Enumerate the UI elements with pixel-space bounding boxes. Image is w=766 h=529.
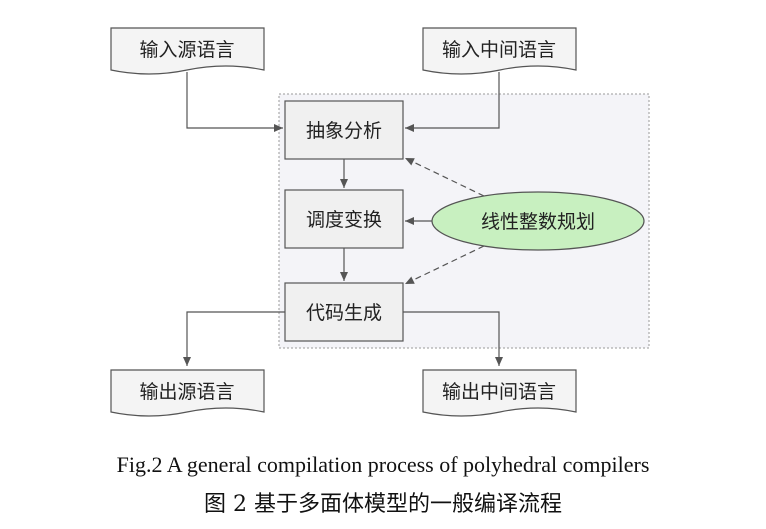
abstract-analysis-label: 抽象分析 bbox=[306, 120, 382, 142]
edge-ilp-to-analysis bbox=[404, 157, 485, 197]
figure-caption-english: Fig.2 A general compilation process of p… bbox=[116, 452, 650, 477]
schedule-transform-label: 调度变换 bbox=[306, 209, 382, 231]
output-source-node: 输出源语言 bbox=[110, 369, 265, 417]
code-generation-node: 代码生成 bbox=[284, 282, 404, 342]
code-generation-label: 代码生成 bbox=[306, 302, 382, 324]
input-ir-node: 输入中间语言 bbox=[422, 27, 577, 75]
edge-codegen-to-output-source bbox=[183, 311, 285, 366]
output-ir-label: 输出中间语言 bbox=[442, 381, 556, 403]
input-source-label: 输入源语言 bbox=[139, 39, 234, 61]
ilp-label: 线性整数规划 bbox=[481, 211, 595, 233]
output-ir-node: 输出中间语言 bbox=[422, 369, 577, 417]
edge-input-ir-to-analysis bbox=[405, 72, 500, 132]
schedule-transform-node: 调度变换 bbox=[284, 189, 404, 249]
output-source-label: 输出源语言 bbox=[139, 381, 234, 403]
edge-ilp-to-codegen bbox=[404, 245, 485, 285]
abstract-analysis-node: 抽象分析 bbox=[284, 100, 404, 160]
ilp-node: 线性整数规划 bbox=[431, 191, 645, 251]
edge-codegen-to-output-ir bbox=[403, 311, 503, 366]
figure-caption-chinese: 图 2 基于多面体模型的一般编译流程 bbox=[204, 492, 562, 517]
input-ir-label: 输入中间语言 bbox=[442, 39, 556, 61]
input-source-node: 输入源语言 bbox=[110, 27, 265, 75]
edge-input-source-to-analysis bbox=[186, 72, 283, 132]
